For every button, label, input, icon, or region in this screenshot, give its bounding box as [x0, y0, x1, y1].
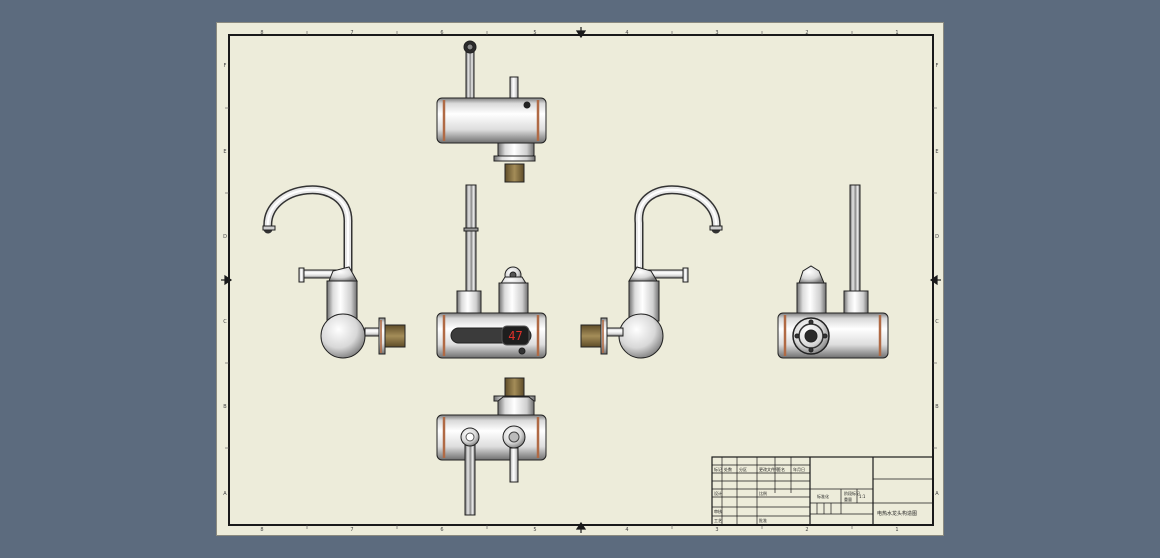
- temperature-display-digits: 47: [508, 329, 522, 343]
- zone-col-label: 7: [350, 30, 353, 36]
- title-block-cell: 标记: [714, 466, 722, 472]
- title-block: [711, 456, 934, 526]
- zone-col-label: 2: [805, 30, 808, 36]
- title-block-cell: 标准化: [817, 493, 829, 499]
- zone-row-label: C: [935, 319, 939, 325]
- zone-row-label: D: [223, 234, 227, 240]
- zone-row-label: A: [935, 491, 939, 497]
- title-block-cell: 阶段标记: [844, 490, 860, 496]
- zone-row-label: A: [223, 491, 227, 497]
- zone-col-label: 5: [533, 527, 536, 533]
- zone-col-label: 8: [260, 527, 263, 533]
- faucet-drawing: 8 7 6 5 4 3 2 1 8 7 6 5 4 3 2 1 F E D C …: [221, 27, 941, 533]
- right-side-view: [580, 185, 723, 359]
- zone-col-label: 7: [350, 527, 353, 533]
- title-block-cell: 1:1: [859, 494, 866, 499]
- zone-col-label: 5: [533, 30, 536, 36]
- title-block-cell: 比例: [759, 490, 767, 496]
- back-view: [777, 184, 889, 359]
- zone-col-label: 8: [260, 30, 263, 36]
- title-block-cell: 处数: [724, 466, 732, 472]
- title-block-cell: 重量: [844, 496, 852, 502]
- zone-row-label: E: [223, 149, 226, 155]
- zone-col-label: 3: [715, 30, 718, 36]
- title-block-cell: 设计: [714, 490, 722, 496]
- zone-row-label: D: [935, 234, 939, 240]
- zone-row-label: B: [223, 404, 227, 410]
- zone-col-label: 2: [805, 527, 808, 533]
- title-block-cell: 批准: [759, 517, 767, 523]
- zone-col-label: 4: [625, 527, 628, 533]
- centering-marks: [221, 27, 941, 533]
- title-block-text: 标准化 阶段标记 重量 1:1 标记 处数 分区 更改文件号 签名 年月日 设计…: [714, 466, 917, 523]
- title-block-cell: 更改文件号: [759, 466, 779, 472]
- zone-row-label: E: [935, 149, 938, 155]
- title-block-cell: 审核: [714, 508, 722, 514]
- zone-row-label: C: [223, 319, 227, 325]
- zone-row-label: B: [935, 404, 939, 410]
- title-block-cell: 工艺: [714, 518, 722, 523]
- zone-ticks: [225, 31, 937, 529]
- zone-col-label: 6: [440, 527, 443, 533]
- drawing-title: 电热水龙头构造图: [877, 510, 917, 517]
- zone-col-label: 1: [895, 527, 898, 533]
- zone-labels: 8 7 6 5 4 3 2 1 8 7 6 5 4 3 2 1 F E D C …: [223, 30, 939, 533]
- front-view: 47: [436, 184, 547, 359]
- zone-row-label: F: [224, 63, 227, 69]
- title-block-cell: 年月日: [793, 466, 805, 472]
- title-block-cell: 签名: [777, 466, 785, 472]
- title-block-cell: 分区: [739, 466, 747, 472]
- drawing-sheet: 8 7 6 5 4 3 2 1 8 7 6 5 4 3 2 1 F E D C …: [216, 22, 944, 536]
- zone-col-label: 1: [895, 30, 898, 36]
- zone-row-label: F: [936, 63, 939, 69]
- zone-col-label: 3: [715, 527, 718, 533]
- left-side-view: [262, 185, 406, 359]
- zone-col-label: 6: [440, 30, 443, 36]
- top-view: [436, 40, 547, 183]
- bottom-view: [436, 377, 547, 516]
- zone-col-label: 4: [625, 30, 628, 36]
